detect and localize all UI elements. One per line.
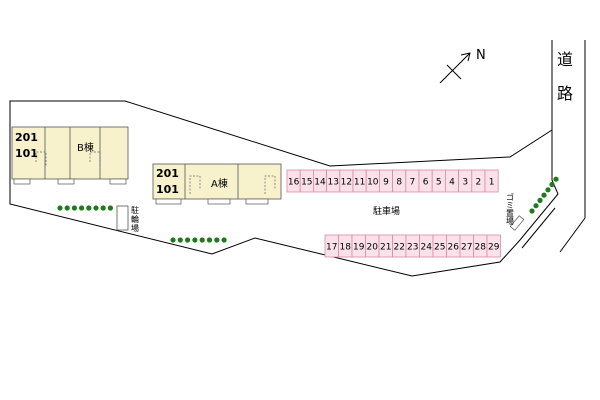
compass-cross-line	[446, 64, 462, 80]
parking-space-1	[484, 169, 499, 193]
tree	[71, 205, 77, 211]
tree	[199, 237, 205, 243]
parking-space-label-4: 4	[449, 178, 455, 188]
parking-space-label-14: 14	[314, 178, 326, 188]
road-label-char-1: 道	[557, 50, 573, 69]
building-a-stair-2	[264, 175, 276, 194]
tree	[214, 237, 220, 243]
building-b-unit-201: 201	[15, 131, 38, 144]
parking-space-label-13: 13	[327, 178, 338, 188]
parking-space-label-26: 26	[448, 243, 460, 253]
tree	[100, 205, 106, 211]
parking-space-label-18: 18	[340, 243, 352, 253]
parking-space-label-1: 1	[489, 178, 495, 188]
bicycle-parking-box	[116, 205, 129, 231]
building-b-step-3	[109, 178, 127, 185]
parking-space-label-28: 28	[475, 243, 487, 253]
parking-space-label-2: 2	[476, 178, 482, 188]
tree	[545, 187, 551, 193]
building-a-unit-201: 201	[156, 167, 179, 180]
building-b-step-2	[57, 178, 75, 185]
parking-space-label-29: 29	[488, 243, 500, 253]
building-b-name: B棟	[77, 141, 94, 154]
parking-space-label-3: 3	[462, 178, 468, 188]
garbage-label: ゴミ置場	[506, 192, 514, 226]
parking-space-label-17: 17	[326, 243, 337, 253]
parking-space-29	[486, 234, 501, 258]
parking-space-label-23: 23	[407, 243, 418, 253]
parking-space-label-7: 7	[410, 178, 416, 188]
building-a: 201 101 A棟	[152, 163, 282, 205]
road-label-char-2: 路	[557, 84, 573, 103]
tree	[553, 176, 559, 182]
tree	[192, 237, 198, 243]
tree	[537, 197, 543, 203]
garbage-area: ゴミ置場	[506, 192, 525, 231]
building-b: 201 101 B棟	[11, 126, 129, 185]
tree	[107, 205, 113, 211]
tree	[185, 237, 191, 243]
tree	[64, 205, 70, 211]
building-a-step-2	[207, 198, 231, 205]
building-a-step-1	[155, 198, 182, 205]
parking-space-label-25: 25	[434, 243, 445, 253]
building-a-unit-101: 101	[156, 183, 179, 196]
parking-label: 駐車場	[373, 205, 400, 217]
parking-space-label-20: 20	[367, 243, 379, 253]
building-a-step-3	[245, 198, 269, 205]
garbage-box	[509, 215, 525, 231]
site-boundary	[9, 100, 559, 277]
building-a-outline	[152, 163, 282, 200]
compass: N	[439, 48, 486, 84]
road-edge-right-diagonal	[559, 217, 586, 253]
building-b-unit-101: 101	[15, 147, 38, 160]
parking-space-label-5: 5	[436, 178, 442, 188]
tree-rows	[57, 176, 559, 243]
parking-space-label-16: 16	[288, 178, 300, 188]
parking-space-label-11: 11	[354, 178, 365, 188]
tree	[221, 237, 227, 243]
parking-space-label-9: 9	[383, 178, 389, 188]
tree	[529, 208, 535, 214]
compass-arrow-icon	[439, 52, 471, 84]
parking-space-label-10: 10	[367, 178, 379, 188]
compass-label: N	[476, 48, 486, 63]
parking-space-label-12: 12	[341, 178, 352, 188]
tree	[533, 203, 539, 209]
bicycle-parking: 駐輪場	[116, 205, 139, 233]
tree	[170, 237, 176, 243]
building-b-stair-2	[89, 151, 101, 166]
tree	[79, 205, 85, 211]
tree	[206, 237, 213, 243]
parking-space-label-22: 22	[394, 243, 405, 253]
building-a-stair-1	[189, 175, 201, 194]
site-east-line	[521, 207, 556, 249]
tree	[177, 237, 183, 243]
road: 道 路	[551, 40, 586, 253]
parking-space-label-27: 27	[461, 243, 472, 253]
parking-space-label-6: 6	[423, 178, 429, 188]
compass-arrowhead-icon	[460, 52, 471, 62]
parking-space-label-21: 21	[380, 243, 391, 253]
parking-space-label-19: 19	[353, 243, 365, 253]
bicycle-parking-label: 駐輪場	[131, 205, 139, 233]
tree	[86, 205, 92, 211]
building-b-step-1	[13, 178, 31, 185]
parking-space-label-8: 8	[396, 178, 402, 188]
tree	[549, 181, 555, 188]
building-b-stair-1	[35, 151, 47, 166]
parking-space-label-24: 24	[421, 243, 433, 253]
parking-space-label-15: 15	[301, 178, 312, 188]
building-a-name: A棟	[211, 177, 228, 190]
tree	[57, 205, 63, 211]
tree	[93, 205, 99, 211]
tree	[541, 192, 547, 198]
